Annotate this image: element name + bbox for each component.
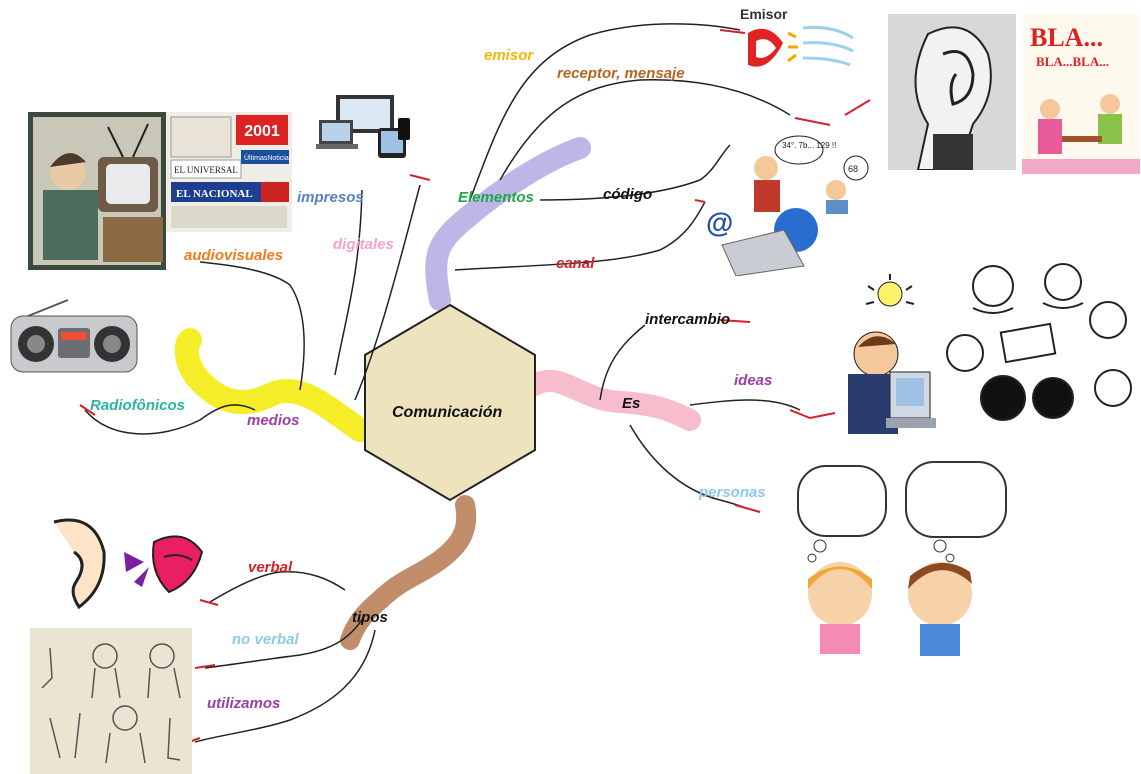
emisor-image: Emisor bbox=[738, 3, 856, 83]
audiovisuales-label: audiovisuales bbox=[184, 247, 284, 264]
intercambio-label: intercambio bbox=[645, 311, 731, 328]
newspaper-ultimas-text: ÚltimasNoticias bbox=[244, 153, 292, 162]
newspaper-universal-text: EL UNIVERSAL bbox=[174, 165, 238, 175]
center-hexagon bbox=[364, 303, 536, 502]
digitales-label: digitales bbox=[333, 236, 394, 253]
newspaper-nacional-text: EL NACIONAL bbox=[176, 188, 253, 200]
branch-es-label: Es bbox=[622, 395, 641, 412]
branch-medios-label: medios bbox=[247, 412, 300, 429]
receptor-mensaje-label: receptor, mensaje bbox=[557, 65, 685, 82]
personas-label: personas bbox=[699, 484, 766, 501]
group-discussion-image bbox=[943, 258, 1137, 438]
gestures-image bbox=[30, 628, 192, 774]
dialogue-bubble-text: 34°. 7b... 129 !! bbox=[782, 141, 836, 150]
no-verbal-label: no verbal bbox=[232, 631, 299, 648]
impresos-label: impresos bbox=[297, 189, 364, 206]
branch-tipos-label: tipos bbox=[352, 609, 388, 626]
tipos-highlight bbox=[340, 495, 477, 650]
codigo-label: código bbox=[603, 186, 653, 203]
email-image: @ bbox=[704, 200, 822, 276]
dialogue-cartoon-image: 34°. 7b... 129 !! 68 bbox=[744, 128, 872, 214]
branch-elementos-label: Elementos bbox=[458, 189, 534, 206]
kids-thinking-image bbox=[790, 454, 1020, 666]
newspaper-2001-text: 2001 bbox=[244, 123, 280, 140]
emisor-logo-text: Emisor bbox=[740, 6, 788, 22]
emisor-label: emisor bbox=[484, 47, 534, 64]
ear-listener-image bbox=[888, 14, 1016, 170]
es-highlight bbox=[524, 369, 701, 431]
bla-bla-text: BLA...BLA... bbox=[1036, 54, 1109, 69]
idea-man-image bbox=[838, 272, 936, 440]
elementos-highlight bbox=[425, 137, 591, 311]
dialogue-number-text: 68 bbox=[848, 164, 858, 174]
radiofonicos-label: Radiofônicos bbox=[90, 397, 186, 414]
bla-text: BLA... bbox=[1030, 23, 1103, 52]
newspapers-image: 2001 EL UNIVERSAL ÚltimasNoticias EL NAC… bbox=[166, 112, 292, 232]
ideas-label: ideas bbox=[734, 372, 773, 389]
verbal-label: verbal bbox=[248, 559, 293, 576]
medios-highlight bbox=[174, 328, 372, 442]
radio-image bbox=[8, 298, 140, 376]
digital-devices-image bbox=[316, 90, 414, 164]
tv-viewer-image bbox=[28, 112, 166, 270]
email-at-text: @ bbox=[706, 207, 733, 238]
utilizamos-label: utilizamos bbox=[207, 695, 281, 712]
center-label: Comunicación bbox=[392, 404, 503, 421]
canal-label: canal bbox=[556, 255, 595, 272]
bla-conversation-image: BLA... BLA...BLA... bbox=[1022, 14, 1140, 174]
ear-mouth-image bbox=[34, 512, 206, 618]
